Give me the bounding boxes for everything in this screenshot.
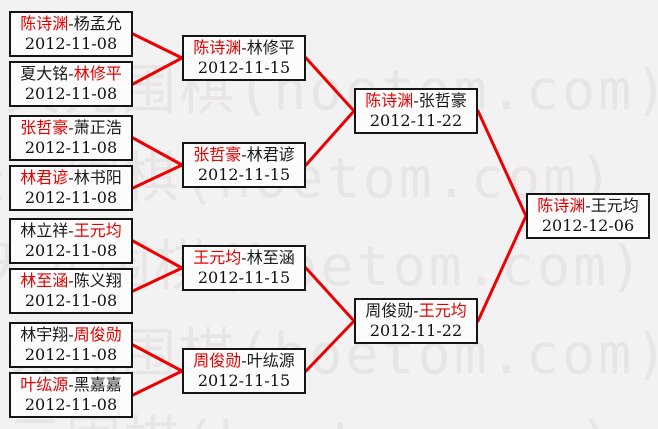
- match-players: 周俊勋-王元均: [365, 301, 466, 321]
- match-date: 2012-11-08: [24, 395, 118, 414]
- match-box-round2-3: 王元均-林至涵 2012-11-15: [182, 245, 306, 291]
- match-date: 2012-12-06: [541, 216, 635, 235]
- match-date: 2012-11-08: [24, 291, 118, 310]
- match-players: 林立祥-王元均: [20, 221, 121, 241]
- player1-name: 陈诗渊: [193, 38, 242, 57]
- match-players: 王元均-林至涵: [193, 248, 294, 268]
- name-separator: -: [241, 351, 247, 370]
- name-separator: -: [68, 168, 74, 187]
- player2-name: 黑嘉嘉: [73, 375, 122, 394]
- match-box-round1-3: 张哲豪-萧正浩 2012-11-08: [9, 115, 133, 161]
- match-box-round2-2: 张哲豪-林君谚 2012-11-15: [182, 142, 306, 188]
- match-date: 2012-11-22: [369, 111, 463, 130]
- player2-name: 叶纮源: [246, 351, 295, 370]
- match-date: 2012-11-08: [24, 34, 118, 53]
- name-separator: -: [68, 118, 74, 137]
- name-separator: -: [585, 196, 591, 215]
- match-players: 张哲豪-萧正浩: [20, 118, 121, 138]
- player2-name: 陈义翔: [73, 271, 122, 290]
- match-date: 2012-11-15: [197, 165, 291, 184]
- name-separator: -: [413, 91, 419, 110]
- name-separator: -: [241, 38, 247, 57]
- player1-name: 林宇翔: [20, 325, 69, 344]
- player1-name: 周俊勋: [193, 351, 242, 370]
- match-box-round1-7: 林宇翔-周俊勋 2012-11-08: [9, 322, 133, 368]
- match-box-round2-4: 周俊勋-叶纮源 2012-11-15: [182, 348, 306, 394]
- player2-name: 林书阳: [73, 168, 122, 187]
- player2-name: 王元均: [590, 196, 639, 215]
- player2-name: 王元均: [73, 221, 122, 240]
- match-date: 2012-11-08: [24, 138, 118, 157]
- name-separator: -: [68, 14, 74, 33]
- player1-name: 陈诗渊: [20, 14, 69, 33]
- player1-name: 夏大铭: [20, 64, 69, 83]
- player2-name: 林修平: [246, 38, 295, 57]
- match-box-round1-1: 陈诗渊-杨孟允 2012-11-08: [9, 11, 133, 57]
- match-box-round1-8: 叶纮源-黑嘉嘉 2012-11-08: [9, 372, 133, 418]
- player1-name: 周俊勋: [365, 301, 414, 320]
- match-date: 2012-11-22: [369, 321, 463, 340]
- player2-name: 萧正浩: [73, 118, 122, 137]
- player1-name: 张哲豪: [20, 118, 69, 137]
- match-players: 林宇翔-周俊勋: [20, 325, 121, 345]
- player2-name: 张哲豪: [418, 91, 467, 110]
- name-separator: -: [68, 221, 74, 240]
- match-date: 2012-11-15: [197, 268, 291, 287]
- player1-name: 陈诗渊: [537, 196, 586, 215]
- player1-name: 王元均: [193, 248, 242, 267]
- player1-name: 林君谚: [20, 168, 69, 187]
- match-box-round1-5: 林立祥-王元均 2012-11-08: [9, 218, 133, 264]
- player1-name: 林至涵: [20, 271, 69, 290]
- player2-name: 林君谚: [246, 145, 295, 164]
- name-separator: -: [68, 271, 74, 290]
- match-players: 张哲豪-林君谚: [193, 145, 294, 165]
- match-players: 陈诗渊-杨孟允: [20, 14, 121, 34]
- name-separator: -: [68, 325, 74, 344]
- match-box-semifinal-2: 周俊勋-王元均 2012-11-22: [354, 298, 478, 344]
- match-box-round1-4: 林君谚-林书阳 2012-11-08: [9, 165, 133, 211]
- name-separator: -: [241, 145, 247, 164]
- player2-name: 周俊勋: [73, 325, 122, 344]
- name-separator: -: [413, 301, 419, 320]
- match-box-round1-2: 夏大铭-林修平 2012-11-08: [9, 61, 133, 107]
- player2-name: 王元均: [418, 301, 467, 320]
- match-box-round1-6: 林至涵-陈义翔 2012-11-08: [9, 268, 133, 314]
- player2-name: 林修平: [73, 64, 122, 83]
- match-date: 2012-11-15: [197, 58, 291, 77]
- match-date: 2012-11-08: [24, 345, 118, 364]
- match-players: 陈诗渊-王元均: [537, 196, 638, 216]
- match-box-semifinal-1: 陈诗渊-张哲豪 2012-11-22: [354, 88, 478, 134]
- match-players: 叶纮源-黑嘉嘉: [20, 375, 121, 395]
- player2-name: 杨孟允: [73, 14, 122, 33]
- match-players: 夏大铭-林修平: [20, 64, 121, 84]
- match-date: 2012-11-08: [24, 84, 118, 103]
- match-players: 陈诗渊-林修平: [193, 38, 294, 58]
- match-date: 2012-11-15: [197, 371, 291, 390]
- player1-name: 张哲豪: [193, 145, 242, 164]
- match-players: 陈诗渊-张哲豪: [365, 91, 466, 111]
- match-box-round2-1: 陈诗渊-林修平 2012-11-15: [182, 35, 306, 81]
- player1-name: 陈诗渊: [365, 91, 414, 110]
- match-box-final: 陈诗渊-王元均 2012-12-06: [526, 193, 650, 239]
- match-date: 2012-11-08: [24, 241, 118, 260]
- name-separator: -: [68, 375, 74, 394]
- watermark-text: 天元围棋(hoetom.com): [0, 397, 615, 429]
- match-players: 林君谚-林书阳: [20, 168, 121, 188]
- player1-name: 林立祥: [20, 221, 69, 240]
- player1-name: 叶纮源: [20, 375, 69, 394]
- match-date: 2012-11-08: [24, 188, 118, 207]
- match-players: 林至涵-陈义翔: [20, 271, 121, 291]
- name-separator: -: [241, 248, 247, 267]
- match-players: 周俊勋-叶纮源: [193, 351, 294, 371]
- player2-name: 林至涵: [246, 248, 295, 267]
- name-separator: -: [68, 64, 74, 83]
